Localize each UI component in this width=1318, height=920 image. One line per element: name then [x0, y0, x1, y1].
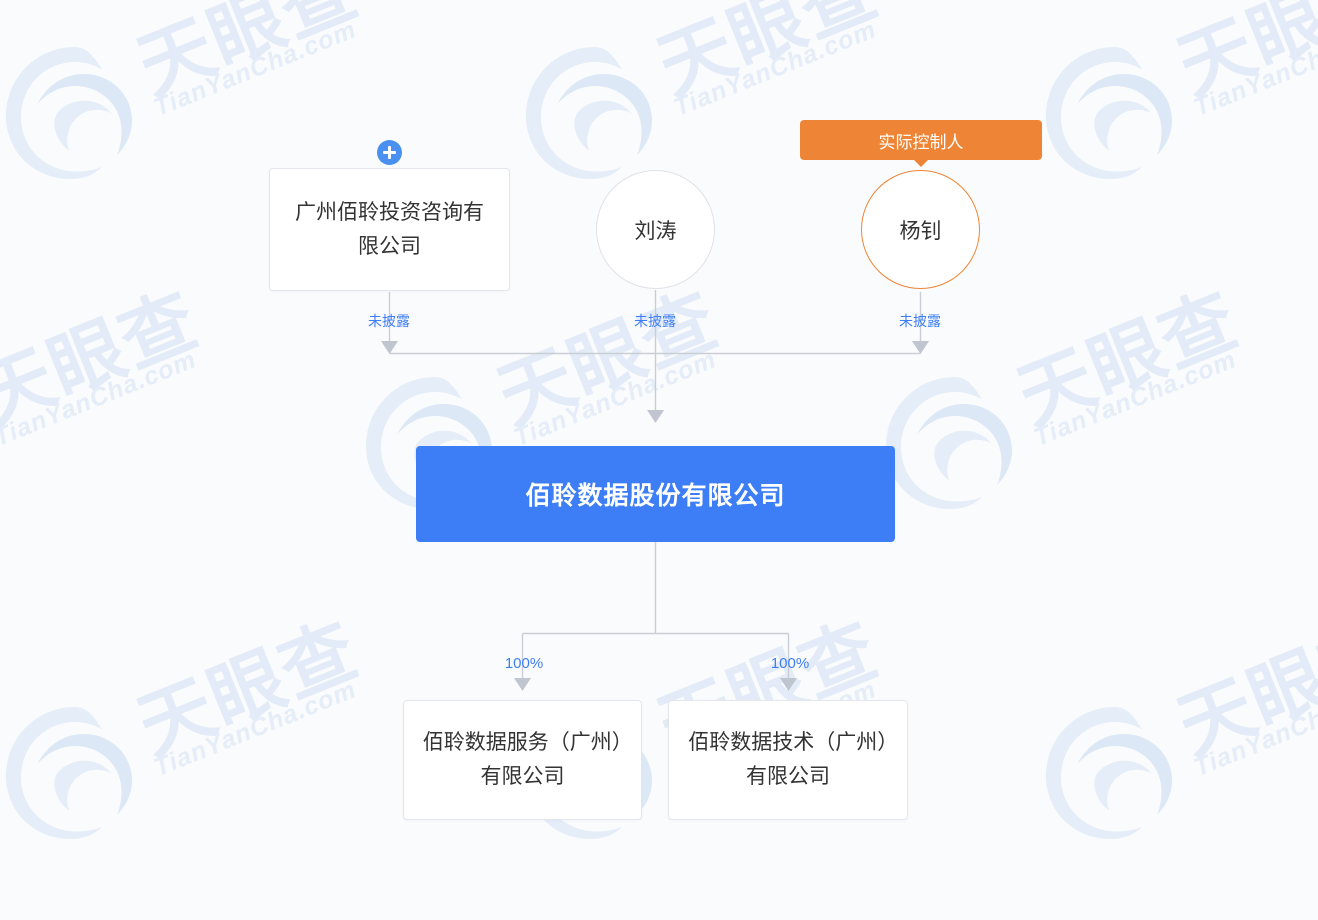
- shareholder-node-person-yang[interactable]: 杨钊: [861, 170, 980, 289]
- actual-controller-badge[interactable]: 实际控制人: [800, 120, 1042, 167]
- subsidiary-node-tech[interactable]: 佰聆数据技术（广州）有限公司: [668, 700, 908, 820]
- shareholder-node-person-liu[interactable]: 刘涛: [596, 170, 715, 289]
- subsidiary-node-service[interactable]: 佰聆数据服务（广州）有限公司: [403, 700, 642, 820]
- badge-notch-icon: [914, 160, 928, 167]
- plus-icon-vertical-bar: [388, 146, 391, 159]
- shareholder-node-company[interactable]: 广州佰聆投资咨询有限公司: [269, 168, 510, 291]
- expand-shareholder-button[interactable]: [377, 140, 402, 165]
- edge-label-person-liu: 未披露: [634, 313, 676, 329]
- edge-label-subsidiary-tech: 100%: [770, 655, 810, 672]
- edge-label-person-yang: 未披露: [899, 313, 941, 329]
- actual-controller-badge-label: 实际控制人: [878, 132, 964, 152]
- root-company-node[interactable]: 佰聆数据股份有限公司: [416, 446, 895, 542]
- edge-label-subsidiary-service: 100%: [504, 655, 544, 672]
- edge-label-shareholder-company: 未披露: [368, 313, 410, 329]
